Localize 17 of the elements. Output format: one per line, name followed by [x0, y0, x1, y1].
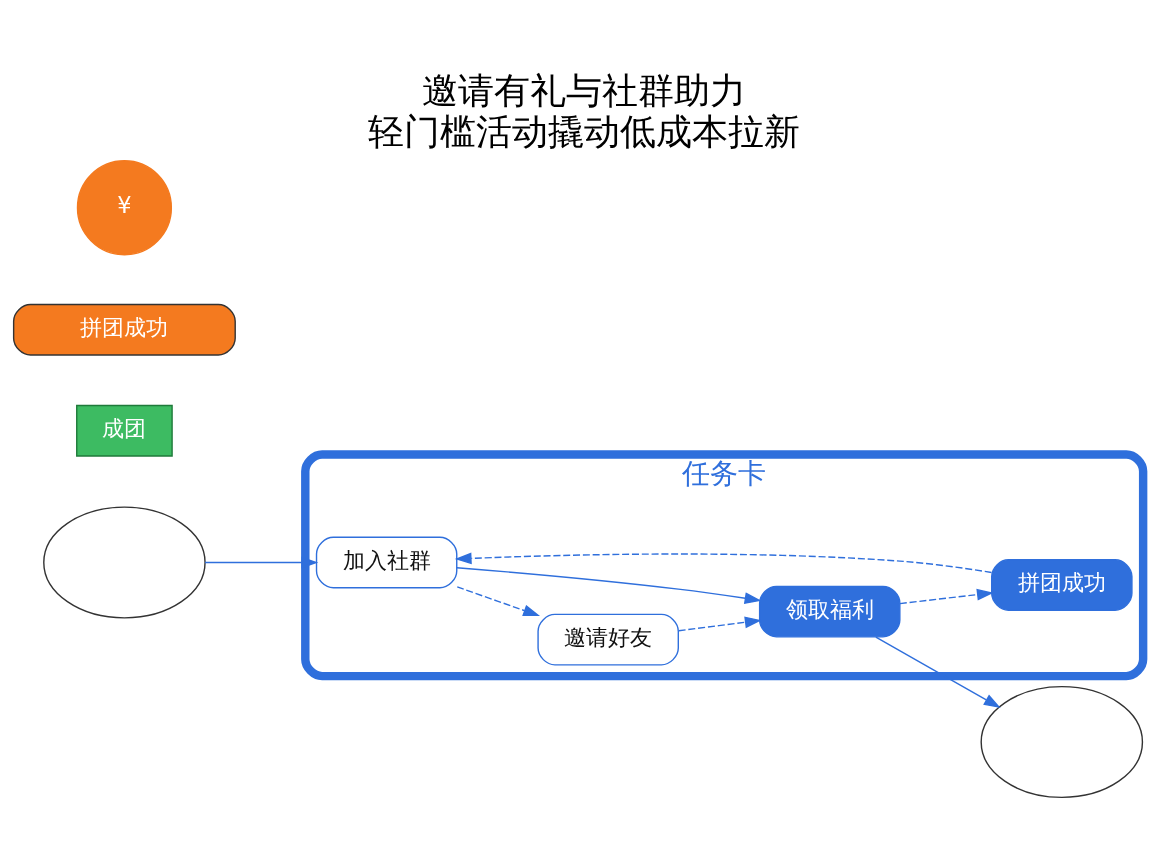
node-box: 成团 — [76, 404, 173, 457]
node-box: 加入社群 — [315, 536, 458, 588]
node-box: 拼团成功 — [991, 558, 1133, 611]
node-cloud — [43, 505, 206, 619]
arrow — [456, 585, 540, 616]
node-box: 邀请好友 — [537, 613, 679, 666]
node-circle: ¥ — [76, 159, 173, 255]
node-box: 领取福利 — [758, 585, 901, 638]
arrow — [899, 588, 994, 604]
diagram-title: 邀请有礼与社群助力 — [422, 68, 746, 112]
node-box: 拼团成功 — [12, 303, 236, 356]
arrow — [678, 615, 762, 631]
arrow — [456, 566, 762, 604]
arrow — [204, 556, 319, 568]
caption: 轻门槛活动撬动低成本拉新 — [368, 109, 800, 153]
arrow — [454, 552, 993, 573]
arrow — [875, 635, 1001, 708]
